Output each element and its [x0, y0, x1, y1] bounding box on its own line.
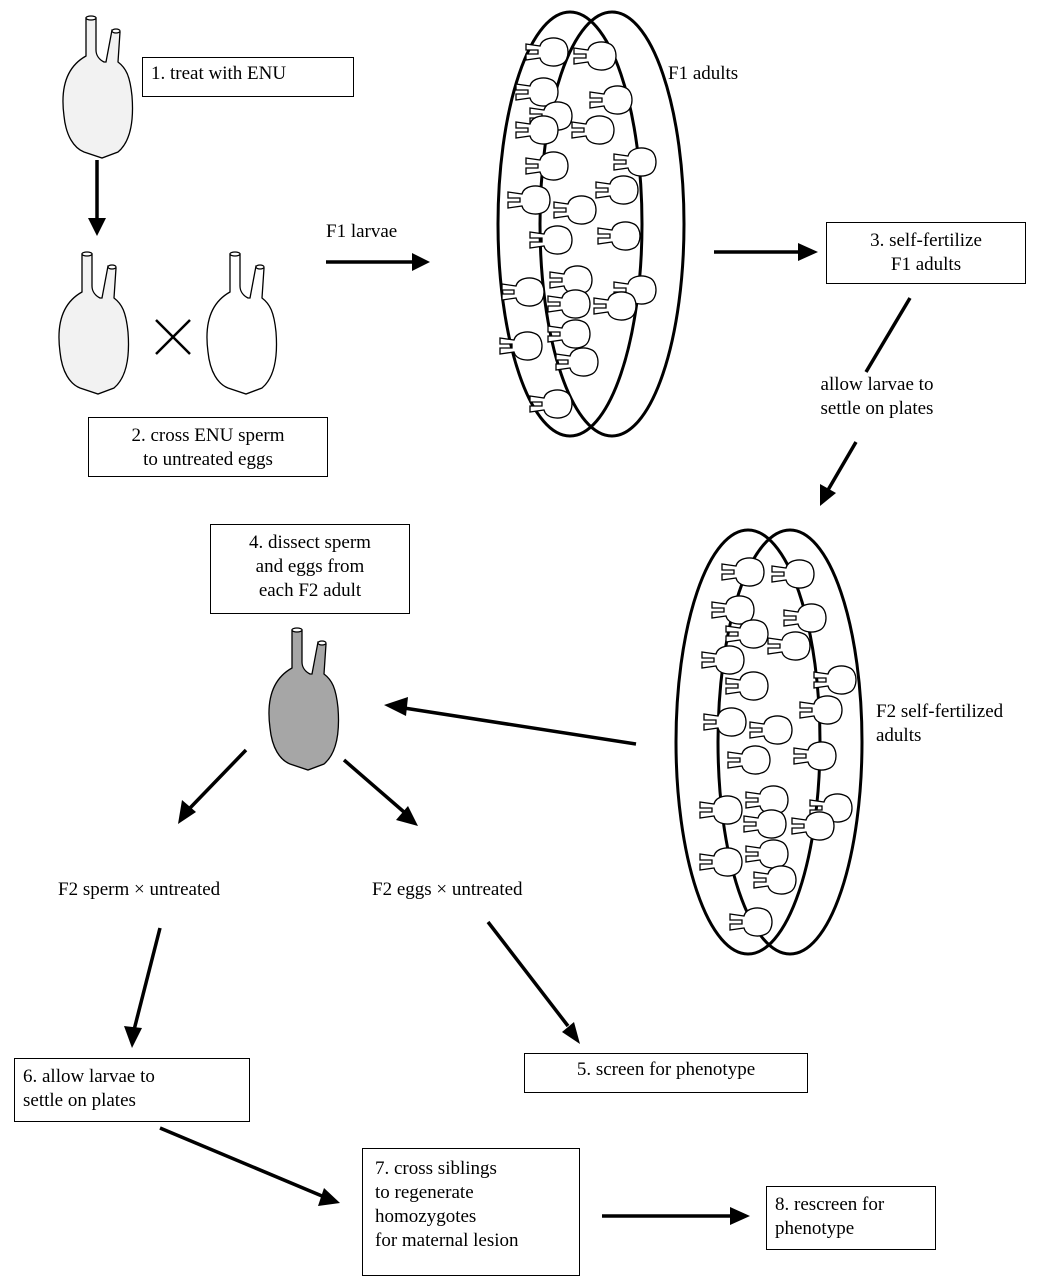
f2-adults-line: adults	[876, 724, 1003, 748]
arrow-to-step6	[134, 928, 160, 1030]
f1-adults-label: F1 adults	[668, 62, 738, 86]
step7-line: 7. cross siblings	[375, 1157, 571, 1181]
f2-culture-plate	[676, 530, 862, 954]
ascidian-enu-treated	[63, 16, 133, 158]
step6-line: settle on plates	[23, 1089, 241, 1113]
arrowhead	[562, 1022, 580, 1044]
arrowhead	[124, 1026, 142, 1048]
step6-line: 6. allow larvae to	[23, 1065, 241, 1089]
step7-line: to regenerate	[375, 1181, 571, 1205]
step4-line: and eggs from	[219, 555, 401, 579]
step2-line: to untreated eggs	[97, 448, 319, 472]
step7-line: for maternal lesion	[375, 1229, 571, 1253]
arrowhead	[318, 1188, 340, 1206]
step3-box: 3. self-fertilize F1 adults	[826, 222, 1026, 284]
f2-eggs-cross-label: F2 eggs × untreated	[372, 878, 523, 902]
cross-symbol	[156, 320, 190, 354]
arrow-to-f2-sperm	[190, 750, 246, 808]
ascidian-untreated	[207, 252, 277, 394]
arrow-to-f2-eggs	[344, 760, 404, 812]
f1-zooids	[500, 38, 656, 418]
f1-culture-plate	[498, 12, 684, 436]
step2-line: 2. cross ENU sperm	[97, 424, 319, 448]
arrow-self-fertilize-down	[866, 298, 910, 372]
step3-line: 3. self-fertilize	[835, 229, 1017, 253]
f2-adults-label: F2 self-fertilized adults	[876, 700, 1003, 748]
arrow-to-f2-plate	[828, 442, 856, 490]
step6-box: 6. allow larvae to settle on plates	[14, 1058, 250, 1122]
f2-adults-line: F2 self-fertilized	[876, 700, 1003, 724]
step8-line: phenotype	[775, 1217, 927, 1241]
step7-line: homozygotes	[375, 1205, 571, 1229]
step7-box: 7. cross siblings to regenerate homozygo…	[362, 1148, 580, 1276]
f2-zooids	[700, 558, 856, 936]
arrow-to-dissect	[404, 708, 636, 744]
step5-box: 5. screen for phenotype	[524, 1053, 808, 1093]
allow-larvae-line: settle on plates	[792, 397, 962, 421]
arrowhead	[412, 253, 430, 271]
arrow-to-step7	[160, 1128, 322, 1196]
step8-line: 8. rescreen for	[775, 1193, 927, 1217]
arrowhead	[88, 218, 106, 236]
step4-line: each F2 adult	[219, 579, 401, 603]
step4-box: 4. dissect sperm and eggs from each F2 a…	[210, 524, 410, 614]
step3-line: F1 adults	[835, 253, 1017, 277]
ascidian-f2-adult	[269, 628, 339, 770]
step8-box: 8. rescreen for phenotype	[766, 1186, 936, 1250]
ascidian-enu-sperm	[59, 252, 129, 394]
step1-box: 1. treat with ENU	[142, 57, 354, 97]
arrowhead	[730, 1207, 750, 1225]
step4-line: 4. dissect sperm	[219, 531, 401, 555]
step2-box: 2. cross ENU sperm to untreated eggs	[88, 417, 328, 477]
arrowhead	[798, 243, 818, 261]
step1-text: 1. treat with ENU	[151, 62, 345, 86]
f2-sperm-cross-label: F2 sperm × untreated	[58, 878, 220, 902]
allow-larvae-line: allow larvae to	[792, 373, 962, 397]
step5-text: 5. screen for phenotype	[533, 1058, 799, 1082]
f1-larvae-label: F1 larvae	[326, 220, 397, 244]
arrow-to-step5	[488, 922, 568, 1026]
allow-larvae-label: allow larvae to settle on plates	[792, 373, 962, 421]
arrowhead	[384, 697, 408, 716]
